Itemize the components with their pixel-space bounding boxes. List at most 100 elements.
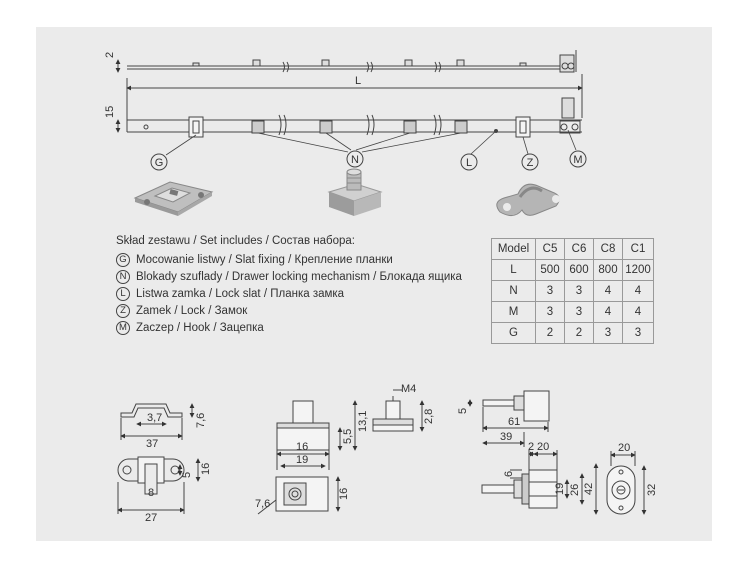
- table-cell: 2: [535, 322, 565, 344]
- legend-text: Listwa zamka / Lock slat / Планка замка: [136, 287, 345, 300]
- table-cell: M: [491, 301, 536, 323]
- detail-lock-top: [467, 390, 550, 447]
- dim-z-5: 5: [457, 408, 469, 414]
- dim-n-16b: 16: [338, 488, 350, 500]
- callout-l: L: [460, 153, 478, 171]
- dim-n-m4: M4: [401, 383, 416, 395]
- dim-n-13-1: 13,1: [357, 411, 369, 432]
- table-header: C1: [622, 238, 654, 260]
- table-cell: 500: [535, 259, 565, 281]
- table-cell: 600: [564, 259, 594, 281]
- detail-slat-fixing-top: [117, 456, 201, 514]
- callout-z: Z: [521, 153, 539, 171]
- table-header: C6: [564, 238, 594, 260]
- callout-leaders: [165, 129, 577, 156]
- detail-drawer-lock-top: [257, 476, 341, 515]
- legend-item: G Mocowanie listwy / Slat fixing / Крепле…: [116, 251, 462, 268]
- dim-z-20: 20: [537, 441, 549, 453]
- table-cell: 2: [564, 322, 594, 344]
- top-slat-view: [127, 50, 577, 73]
- dim-z-26: 26: [569, 484, 581, 496]
- dim-z-19: 19: [554, 483, 566, 495]
- table-cell: 4: [622, 280, 654, 302]
- slat-fixing-illustration: [133, 181, 214, 216]
- legend-text: Zaczep / Hook / Зацепка: [136, 321, 264, 334]
- callout-g: G: [150, 153, 168, 171]
- dim-g-5: 5: [181, 472, 193, 478]
- detail-drawer-lock-side: [372, 389, 425, 432]
- hook-illustration: [496, 183, 560, 216]
- table-header-row: Model C5 C6 C8 C1: [491, 238, 654, 260]
- callout-m: M: [569, 150, 587, 168]
- legend-letter: N: [116, 269, 130, 284]
- callout-n: N: [346, 150, 364, 168]
- table-cell: 3: [535, 280, 565, 302]
- detail-lock-face: [606, 451, 647, 515]
- svg-text:2: 2: [104, 52, 116, 58]
- table-header: C5: [535, 238, 565, 260]
- table-cell: 3: [564, 301, 594, 323]
- dim-g-7-6: 7,6: [195, 413, 207, 428]
- dim-g-27: 27: [145, 512, 157, 524]
- table-cell: 3: [564, 280, 594, 302]
- dim-z-39: 39: [500, 431, 512, 443]
- table-row: N 3 3 4 4: [491, 280, 654, 302]
- table-cell: N: [491, 280, 536, 302]
- dim-z-42: 42: [583, 483, 595, 495]
- legend-letter: G: [116, 252, 130, 267]
- table-cell: G: [491, 322, 536, 344]
- dim-n-7-6: 7,6: [255, 498, 270, 510]
- legend-text: Mocowanie listwy / Slat fixing / Креплен…: [136, 253, 393, 266]
- legend-item: N Blokady szuflady / Drawer locking mecha…: [116, 268, 462, 285]
- detail-slat-fixing-side: [120, 403, 195, 440]
- dim-g-8: 8: [148, 487, 154, 499]
- dim-g-16: 16: [200, 463, 212, 475]
- lock-slat-front-view: [126, 97, 582, 138]
- table-cell: 4: [622, 301, 654, 323]
- dim-z-32: 32: [646, 484, 658, 496]
- dim-z-61: 61: [508, 416, 520, 428]
- detail-drawer-lock-front: [276, 400, 358, 470]
- model-table: Model C5 C6 C8 C1 L 500 600 800 1200 N 3…: [491, 238, 654, 344]
- dim-n-5-5: 5,5: [342, 429, 354, 444]
- table-row: M 3 3 4 4: [491, 301, 654, 323]
- dim-z-20b: 20: [618, 442, 630, 454]
- table-header: C8: [593, 238, 623, 260]
- svg-text:N: N: [351, 154, 359, 166]
- table-cell: 4: [593, 280, 623, 302]
- legend-heading: Skład zestawu / Set includes / Состав на…: [116, 235, 355, 247]
- set-contents-legend: G Mocowanie listwy / Slat fixing / Крепле…: [116, 251, 462, 336]
- table-cell: 3: [535, 301, 565, 323]
- table-cell: 4: [593, 301, 623, 323]
- svg-text:G: G: [155, 157, 164, 169]
- svg-text:L: L: [355, 75, 361, 87]
- table-cell: 1200: [622, 259, 654, 281]
- dim-z-6: 6: [503, 471, 515, 477]
- table-row: L 500 600 800 1200: [491, 259, 654, 281]
- table-cell: L: [491, 259, 536, 281]
- legend-letter: M: [116, 320, 130, 335]
- dim-n-16: 16: [296, 441, 308, 453]
- table-row: G 2 2 3 3: [491, 322, 654, 344]
- dimension-length: L: [126, 74, 583, 120]
- dimension-top-height: 2: [104, 52, 121, 73]
- dim-g-37: 37: [146, 438, 158, 450]
- svg-text:L: L: [466, 157, 472, 169]
- legend-letter: Z: [116, 303, 130, 318]
- svg-text:Z: Z: [527, 157, 534, 169]
- svg-text:M: M: [573, 154, 582, 166]
- table-cell: 3: [622, 322, 654, 344]
- svg-text:15: 15: [104, 106, 116, 118]
- detail-lock-side: [481, 450, 599, 515]
- table-cell: 3: [593, 322, 623, 344]
- dim-n-19: 19: [296, 454, 308, 466]
- drawer-lock-illustration: [327, 168, 383, 216]
- table-cell: 800: [593, 259, 623, 281]
- dim-g-3-7: 3,7: [147, 412, 162, 424]
- dim-z-2: 2: [528, 441, 534, 453]
- dimension-side-height: 15: [104, 106, 121, 133]
- legend-text: Blokady szuflady / Drawer locking mechan…: [136, 270, 462, 283]
